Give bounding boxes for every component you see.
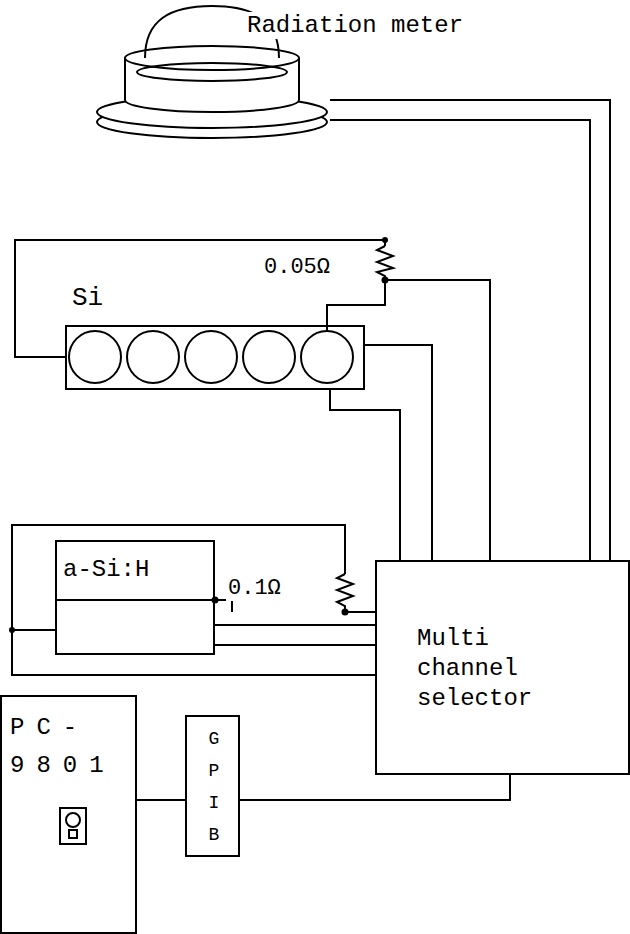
wire <box>330 390 400 560</box>
junction-dots <box>9 237 389 633</box>
wire <box>240 775 510 800</box>
wire <box>330 100 610 560</box>
interface-label: GPIB <box>205 723 223 851</box>
gpib-interface: GPIB <box>185 715 240 857</box>
wire <box>215 624 375 626</box>
si-cells <box>69 331 353 383</box>
computer-label: PC- 9801 <box>10 709 122 786</box>
wire <box>215 644 375 646</box>
floppy-drive-icon <box>60 808 86 844</box>
resistor-value: 0.05Ω <box>262 255 332 280</box>
instrument-label: Radiation meter <box>245 12 465 39</box>
selector-label: Multi channel selector <box>417 624 592 714</box>
shunt-wiring <box>12 240 490 630</box>
si-module: Si <box>65 325 365 390</box>
channel-selector: Multi channel selector <box>375 560 630 775</box>
module-heading: Si <box>70 283 105 313</box>
radiation-meter: Radiation meter <box>95 0 330 140</box>
module-heading: a-Si:H <box>63 556 149 583</box>
wire <box>365 345 432 560</box>
wire <box>12 630 375 675</box>
resistor-value: 0.1Ω <box>226 576 283 601</box>
wire <box>330 120 590 560</box>
wire <box>137 799 185 801</box>
a-si-module: a-Si:H <box>55 540 215 655</box>
computer: PC- 9801 <box>0 695 137 934</box>
